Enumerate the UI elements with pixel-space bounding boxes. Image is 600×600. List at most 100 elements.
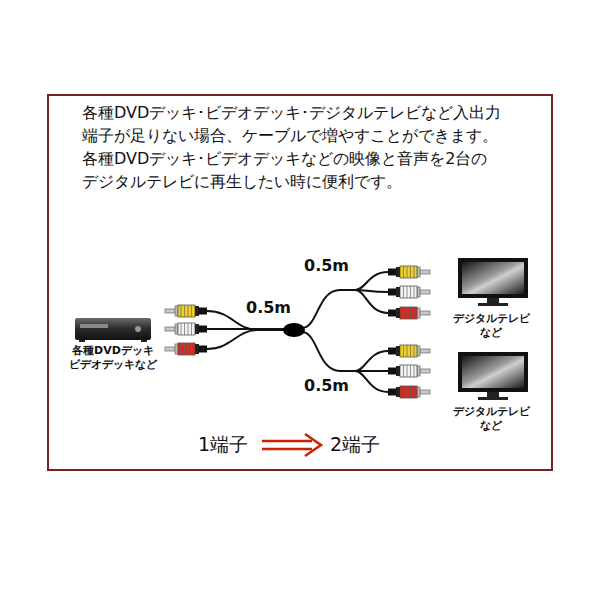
rca-plug: [165, 305, 207, 317]
tv: [458, 352, 528, 400]
plug-part: [420, 369, 430, 373]
plug-part: [195, 324, 199, 334]
plug-part: [396, 387, 400, 397]
plug-part: [396, 267, 400, 277]
plug-part: [407, 266, 408, 278]
plug-part: [184, 323, 185, 335]
plug-part: [199, 346, 207, 353]
plug-part: [417, 287, 420, 297]
plug-part: [188, 343, 189, 355]
plug-part: [407, 307, 408, 319]
plug-part: [199, 308, 207, 315]
plug-part: [188, 305, 189, 317]
plug-part: [195, 344, 199, 354]
plug-part: [388, 348, 396, 355]
plug-part: [188, 323, 189, 335]
plug-part: [400, 286, 417, 298]
plug-part: [191, 343, 192, 355]
plug-part: [396, 308, 400, 318]
plug-part: [175, 306, 178, 316]
device-caption: デジタルテレビ など: [443, 312, 539, 340]
plug-part: [178, 343, 195, 355]
device-caption-box: デジタルテレビ など: [443, 405, 539, 433]
plug-part: [388, 269, 396, 276]
plug-part: [410, 286, 411, 298]
plug-part: [165, 347, 175, 351]
plug-part: [417, 366, 420, 376]
length-label: 0.5m: [304, 376, 349, 395]
plug-part: [420, 349, 430, 353]
rca-plug: [165, 323, 207, 335]
plug-part: [400, 307, 417, 319]
double-arrow: [262, 434, 321, 456]
plug-part: [175, 324, 178, 334]
device-caption: デジタルテレビ など: [443, 405, 539, 433]
length-label: 0.5m: [246, 298, 291, 317]
rca-plug: [388, 365, 430, 377]
plug-part: [417, 387, 420, 397]
plug-part: [175, 344, 178, 354]
plug-part: [407, 365, 408, 377]
plug-part: [181, 323, 182, 335]
plug-part: [191, 305, 192, 317]
plug-part: [184, 343, 185, 355]
plug-part: [199, 326, 207, 333]
plug-part: [414, 365, 415, 377]
frame: [48, 95, 552, 470]
plug-part: [420, 270, 430, 274]
plug-part: [414, 286, 415, 298]
plug-part: [417, 346, 420, 356]
rca-plug: [388, 307, 430, 319]
plug-part: [403, 286, 404, 298]
plug-part: [400, 386, 417, 398]
rca-plugs: [165, 266, 430, 398]
plug-part: [388, 289, 396, 296]
plug-part: [403, 365, 404, 377]
plug-part: [414, 307, 415, 319]
plug-part: [388, 368, 396, 375]
plug-part: [407, 345, 408, 357]
plug-part: [178, 323, 195, 335]
plug-part: [410, 345, 411, 357]
plug-part: [410, 365, 411, 377]
plug-part: [414, 345, 415, 357]
plug-part: [181, 305, 182, 317]
rca-plug: [388, 286, 430, 298]
plug-part: [417, 267, 420, 277]
plug-part: [396, 366, 400, 376]
plug-part: [417, 308, 420, 318]
plug-part: [400, 365, 417, 377]
plug-part: [165, 309, 175, 313]
rca-plug: [388, 386, 430, 398]
plug-part: [420, 390, 430, 394]
plug-part: [396, 287, 400, 297]
plug-part: [410, 307, 411, 319]
plug-part: [414, 266, 415, 278]
plug-part: [420, 290, 430, 294]
device-caption-box: 各種DVDデッキ ビデオデッキなど: [58, 344, 168, 372]
plug-part: [181, 343, 182, 355]
plug-part: [403, 307, 404, 319]
plug-part: [407, 386, 408, 398]
rca-plug: [388, 266, 430, 278]
length-label: 0.5m: [304, 256, 349, 275]
splitter-joint: [283, 323, 305, 337]
terminal-count: 2端子: [330, 433, 380, 456]
plug-part: [407, 286, 408, 298]
plug-part: [400, 345, 417, 357]
rca-plug: [165, 343, 207, 355]
plug-part: [396, 346, 400, 356]
plug-part: [403, 345, 404, 357]
rca-plug: [388, 345, 430, 357]
plug-part: [410, 266, 411, 278]
device-caption: 各種DVDデッキ ビデオデッキなど: [58, 344, 168, 372]
terminal-count: 1端子: [198, 433, 248, 456]
plug-part: [403, 266, 404, 278]
plug-part: [400, 266, 417, 278]
plug-part: [420, 311, 430, 315]
cable: [207, 272, 388, 392]
plug-part: [191, 323, 192, 335]
plug-part: [388, 310, 396, 317]
